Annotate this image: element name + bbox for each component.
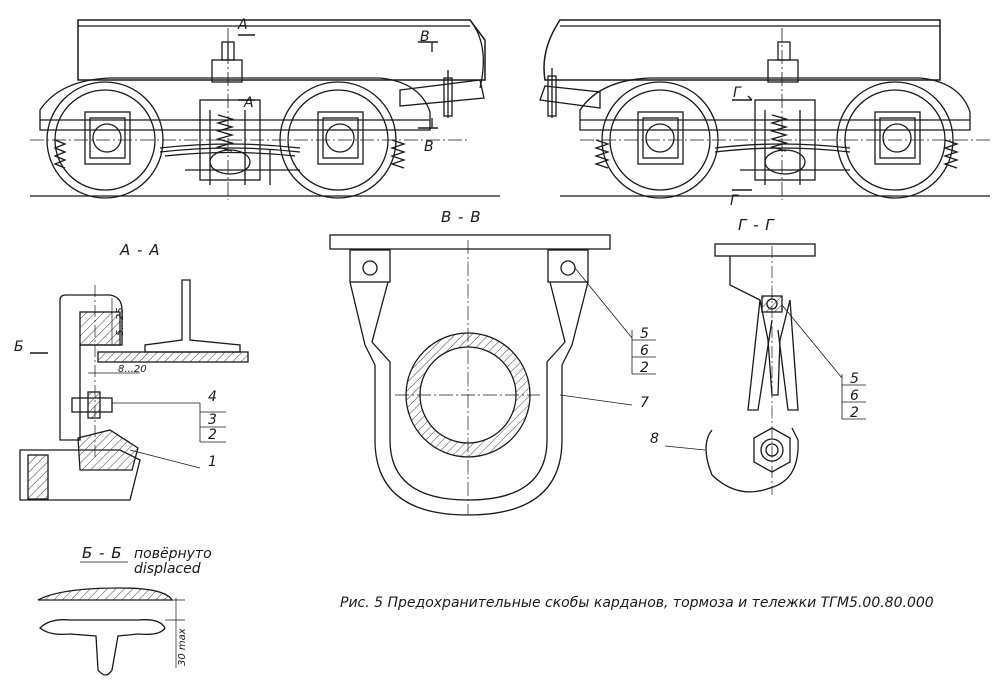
callout-aa-4: 4 — [208, 389, 217, 405]
callout-gg-5: 5 — [850, 371, 859, 387]
section-label-aa: А - А — [120, 241, 161, 259]
callout-gg-6: 6 — [850, 388, 859, 404]
dimension-max: 30 max — [177, 628, 188, 666]
cut-mark-v-top: В — [420, 29, 430, 45]
cut-mark-v-bottom: В — [424, 139, 434, 155]
bogie-right-view — [539, 19, 990, 200]
cut-mark-a-bottom: А — [244, 95, 254, 111]
dimension-gap-vertical: 5...25 — [115, 307, 126, 336]
section-label-gg: Г - Г — [738, 216, 775, 234]
section-note-ru: повёрнуто — [134, 546, 212, 562]
callout-aa-2: 2 — [208, 427, 217, 443]
dimension-gap-horizontal: 8...20 — [118, 364, 147, 375]
section-label-vv: В - В — [441, 208, 482, 226]
section-gg — [664, 243, 866, 495]
callout-gg-8: 8 — [650, 431, 659, 447]
cut-mark-b: Б — [14, 339, 24, 355]
callout-vv-7: 7 — [640, 395, 649, 411]
callout-vv-6: 6 — [640, 343, 649, 359]
cut-mark-a-top: А — [238, 17, 248, 33]
callout-gg-2: 2 — [850, 405, 859, 421]
section-note-en: displaced — [134, 561, 201, 577]
cut-mark-g-bottom: Г — [730, 193, 738, 209]
cut-mark-g-top: Г — [733, 85, 741, 101]
section-aa — [19, 279, 249, 501]
callout-aa-3: 3 — [208, 412, 217, 428]
callout-vv-2: 2 — [640, 360, 649, 376]
section-bb — [37, 561, 185, 676]
figure-caption: Рис. 5 Предохранительные скобы карданов,… — [340, 595, 934, 611]
callout-vv-5: 5 — [640, 326, 649, 342]
bogie-left-view — [30, 19, 500, 200]
section-label-bb: Б - Б — [82, 544, 123, 562]
callout-aa-1: 1 — [208, 454, 217, 470]
section-vv — [329, 234, 656, 516]
